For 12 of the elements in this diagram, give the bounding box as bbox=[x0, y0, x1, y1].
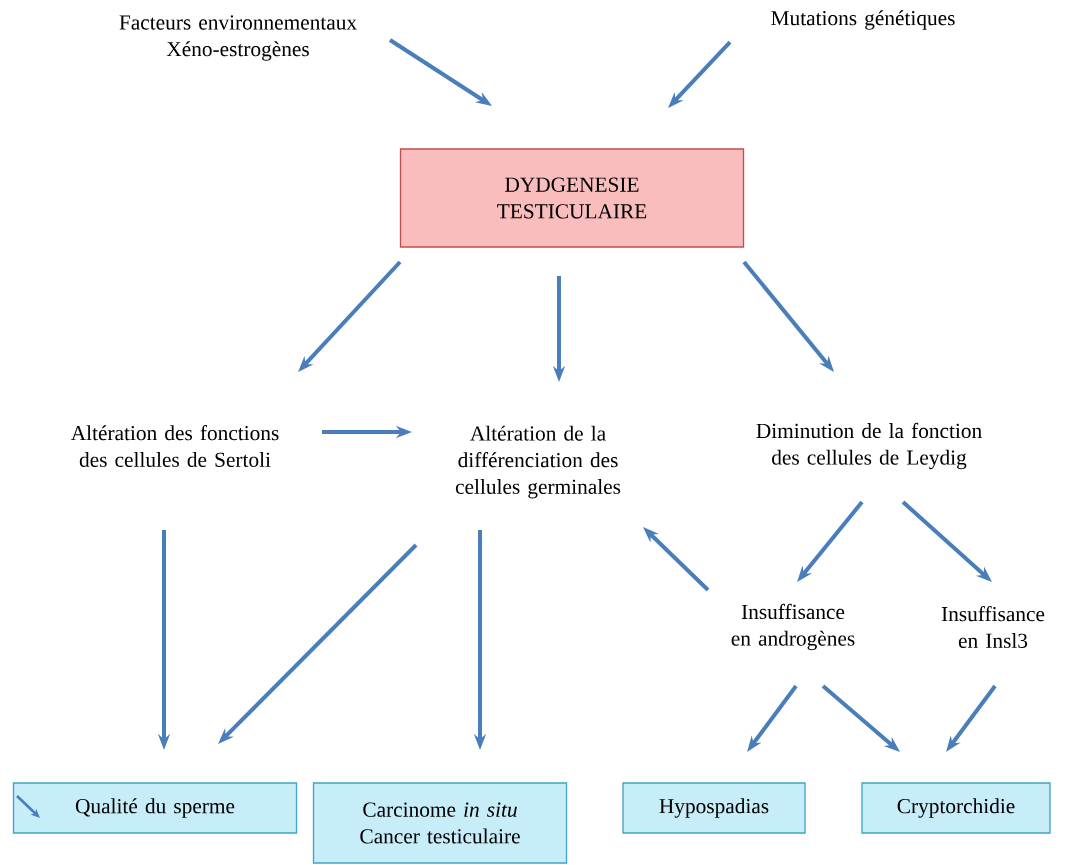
outcome-box: Hypospadias bbox=[622, 782, 806, 834]
outcome-box: Carcinome in situ Cancer testiculaire bbox=[312, 782, 568, 864]
flow-text: Diminution de la fonction des cellules de Leydig bbox=[756, 422, 982, 470]
flow-text: Altération de la différenciation des cellules germinales bbox=[455, 425, 621, 499]
flow-text: Facteurs environnementaux Xéno-estrogènes bbox=[119, 15, 357, 61]
outcome-box: Cryptorchidie bbox=[861, 782, 1051, 834]
flow-text: Mutations génétiques bbox=[771, 10, 955, 30]
outcome-box: Qualité du sperme bbox=[12, 782, 298, 834]
central-box: DYDGENESIE TESTICULAIRE bbox=[399, 148, 745, 248]
flow-text: Altération des fonctions des cellules de Sertoli bbox=[70, 425, 279, 467]
flow-text: Insuffisance en androgènes bbox=[731, 603, 855, 651]
flow-text: Insuffisance en Insl3 bbox=[941, 606, 1045, 648]
